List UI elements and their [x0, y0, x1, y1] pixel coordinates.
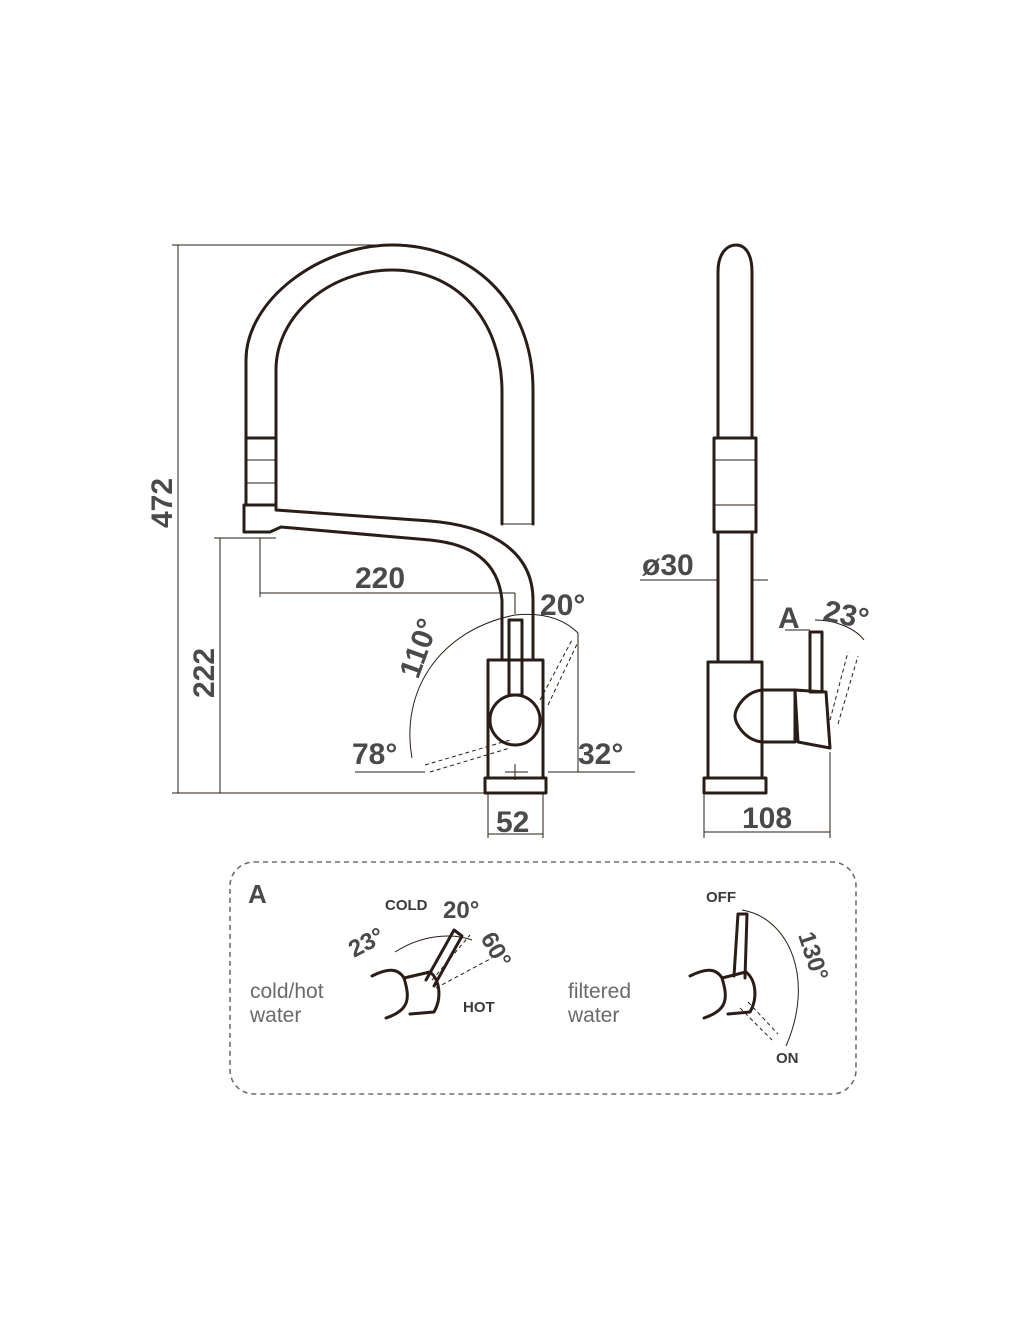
detail-a-title: A [248, 879, 267, 909]
side-handle [733, 688, 797, 744]
label-off: OFF [706, 889, 736, 906]
dim-height-total: 472 [146, 478, 179, 528]
caption-cold-hot-2: water [249, 1004, 301, 1027]
detail-angle-23: 23° [344, 922, 389, 963]
front-spout-inner [274, 268, 504, 526]
front-horizontal-spout [242, 503, 504, 662]
side-view [640, 243, 865, 838]
front-lever-knob [488, 693, 542, 747]
front-body [486, 658, 545, 780]
dim-diameter: ø30 [642, 549, 694, 582]
detail-filtered: OFF ON 130° filtered water [567, 889, 833, 1067]
dim-base-width: 52 [496, 806, 529, 839]
dim-spout-height: 222 [188, 648, 221, 698]
detail-cold-hot: COLD HOT 23° 20° 60° cold/hot water [249, 897, 516, 1027]
caption-cold-hot-1: cold/hot [250, 980, 324, 1003]
angle-23: 23° [821, 595, 872, 637]
front-lever-handle [507, 618, 524, 697]
front-base [483, 776, 548, 795]
caption-filtered-1: filtered [568, 980, 631, 1003]
caption-filtered-2: water [567, 1004, 619, 1027]
front-spout-outer [244, 243, 535, 526]
front-view [172, 243, 635, 838]
detail-angle-60: 60° [475, 928, 517, 973]
front-spray-collar [244, 436, 278, 507]
side-lever [808, 630, 824, 694]
detail-angle-130: 130° [792, 929, 833, 985]
label-cold: COLD [385, 897, 428, 914]
side-base [702, 776, 768, 795]
detail-marker-a: A [778, 602, 800, 635]
angle-32: 32° [578, 738, 623, 771]
detail-a-box [229, 861, 857, 1095]
side-spray-collar [712, 436, 758, 534]
side-spout [716, 243, 754, 440]
angle-20: 20° [540, 589, 585, 622]
dim-depth: 108 [742, 802, 792, 835]
detail-angle-20: 20° [443, 897, 479, 924]
angle-110: 110° [394, 614, 446, 682]
label-hot: HOT [463, 999, 495, 1016]
dim-spout-reach: 220 [355, 562, 405, 595]
angle-78: 78° [352, 738, 397, 771]
label-on: ON [776, 1050, 799, 1067]
